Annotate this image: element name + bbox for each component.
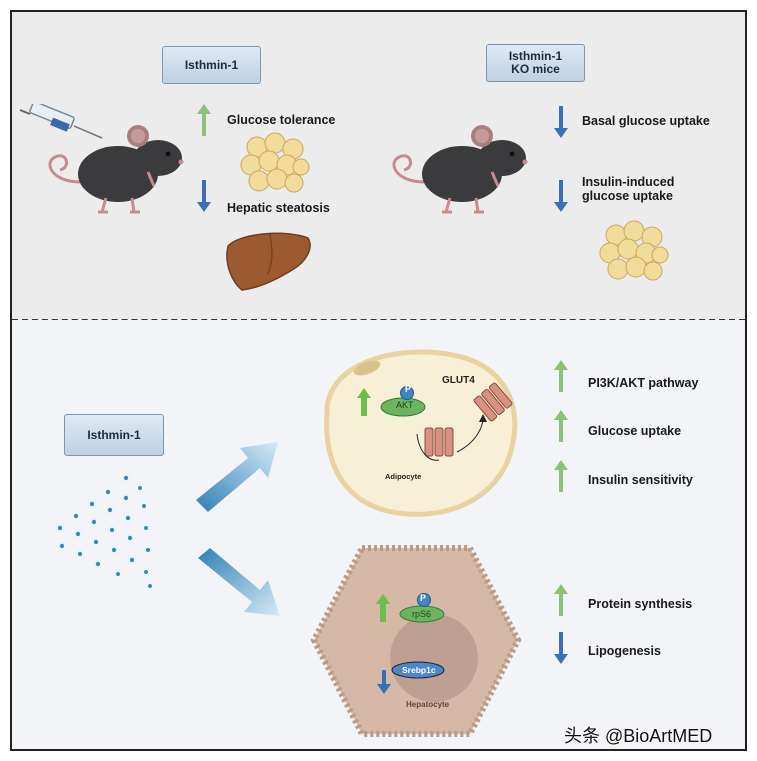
bottom-panel: Isthmin-1 [12,320,745,749]
adipose-cluster-icon [599,220,669,281]
effect-label: Insulin sensitivity [588,473,693,487]
down-arrow-icon [554,180,568,212]
effect-label: Glucose uptake [588,424,682,438]
up-arrow-icon [554,584,568,616]
hepatocyte-label: Hepatocyte [406,700,450,709]
secreted-protein-dots [57,475,152,588]
akt-phospho-label: P [405,384,412,394]
glut4-label: GLUT4 [442,375,475,386]
isthmin1-source-box: Isthmin-1 [64,414,164,456]
srebp1c-label: Srebp1c [402,665,436,675]
adipocyte-cell [324,349,518,517]
isthmin1-box: Isthmin-1 [162,46,261,84]
figure-frame: Isthmin-1 Glucose tolerance [10,10,747,751]
up-arrow-icon [197,104,211,136]
glucose-tolerance-label: Glucose tolerance [227,113,336,127]
effect-label: Lipogenesis [588,644,661,658]
mouse-treated-icon [48,125,184,214]
up-arrow-icon [554,410,568,442]
syringe-icon [19,104,103,139]
watermark: 头条 @BioArtMED [564,726,713,746]
effect-label: PI3K/AKT pathway [588,376,699,390]
up-arrow-icon [554,460,568,492]
insulin-induced-uptake-label: Insulin-induced glucose uptake [582,175,675,203]
effect-label: Protein synthesis [588,597,693,611]
down-arrow-icon [554,632,568,664]
basal-glucose-uptake-label: Basal glucose uptake [582,114,710,128]
hepatocyte-cell [310,545,522,737]
adipose-cluster-icon [240,132,310,193]
adipocyte-label: Adipocyte [385,472,422,481]
rps6-label: rpS6 [412,609,432,619]
down-arrow-icon [197,180,211,212]
akt-label: AKT [396,400,414,410]
isthmin1-ko-box: Isthmin-1 KO mice [486,44,585,82]
mouse-ko-icon [392,125,528,214]
arrow-to-adipocyte-icon [196,442,278,512]
rps6-phospho-label: P [420,593,427,603]
liver-icon [226,232,311,291]
up-arrow-icon [554,360,568,392]
arrow-to-hepatocyte-icon [198,548,280,616]
top-panel: Isthmin-1 Glucose tolerance [12,12,745,320]
hepatic-steatosis-label: Hepatic steatosis [227,201,330,215]
down-arrow-icon [554,106,568,138]
